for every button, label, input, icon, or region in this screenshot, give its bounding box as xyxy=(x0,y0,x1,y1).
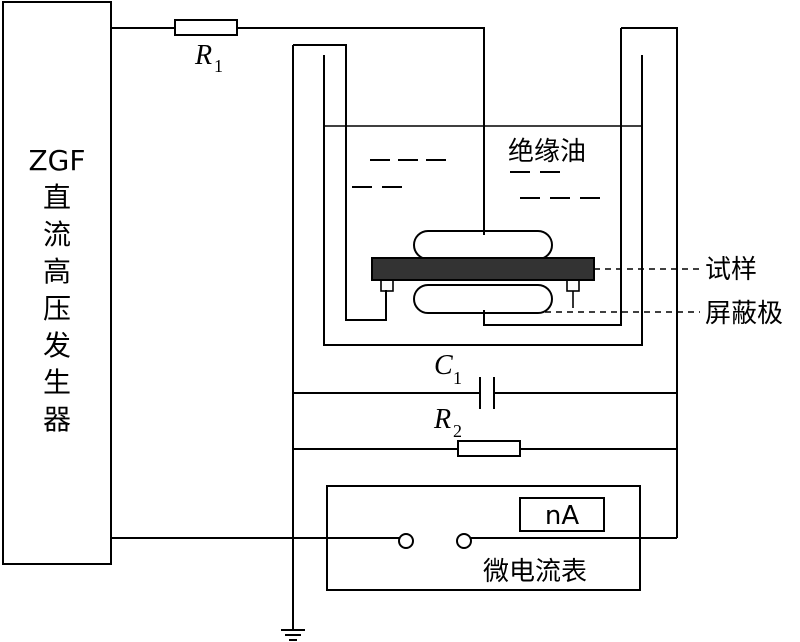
nA-display xyxy=(519,497,605,532)
r2-label: R xyxy=(433,404,451,435)
shield-electrode-label: 屏蔽极 xyxy=(705,299,783,329)
nA-label: nA xyxy=(545,501,579,531)
test-sample xyxy=(371,257,595,281)
c1-branch: C 1 xyxy=(293,350,677,409)
hv-lead: R 1 xyxy=(111,19,485,235)
generator-char-5: 发 xyxy=(43,329,71,362)
terminal-left xyxy=(380,279,394,292)
microammeter: nA 微电流表 xyxy=(326,485,677,591)
microammeter-label: 微电流表 xyxy=(483,557,587,587)
generator-char-1: 直 xyxy=(43,181,71,214)
generator-model: ZGF xyxy=(29,144,86,177)
c1-subscript: 1 xyxy=(453,368,462,388)
resistor-r1 xyxy=(174,19,238,36)
terminal-right xyxy=(566,279,580,292)
oil-container: 绝缘油 xyxy=(324,125,642,199)
r2-subscript: 2 xyxy=(453,421,462,441)
ground-icon xyxy=(281,628,305,641)
sample-label: 试样 xyxy=(705,255,757,285)
generator-char-4: 压 xyxy=(43,292,71,325)
r2-branch: R 2 xyxy=(293,404,677,457)
resistor-r2 xyxy=(457,440,521,457)
electrode-assembly xyxy=(371,230,595,314)
generator-char-3: 高 xyxy=(43,255,71,288)
generator-char-2: 流 xyxy=(43,218,71,251)
generator-char-6: 生 xyxy=(43,366,71,399)
generator-char-7: 器 xyxy=(43,403,71,436)
r1-label: R xyxy=(194,40,212,71)
outer-vessel xyxy=(292,27,678,393)
terminal-in xyxy=(398,533,414,549)
callouts: 试样 屏蔽极 xyxy=(545,255,783,329)
lower-electrode xyxy=(413,284,553,314)
terminal-out xyxy=(456,533,472,549)
hv-generator: ZGF 直 流 高 压 发 生 器 xyxy=(2,1,112,565)
upper-electrode xyxy=(413,230,553,260)
r1-subscript: 1 xyxy=(214,56,223,76)
insulating-oil-label: 绝缘油 xyxy=(508,137,586,167)
c1-label: C xyxy=(434,350,453,381)
hv-generator-box xyxy=(2,1,112,565)
